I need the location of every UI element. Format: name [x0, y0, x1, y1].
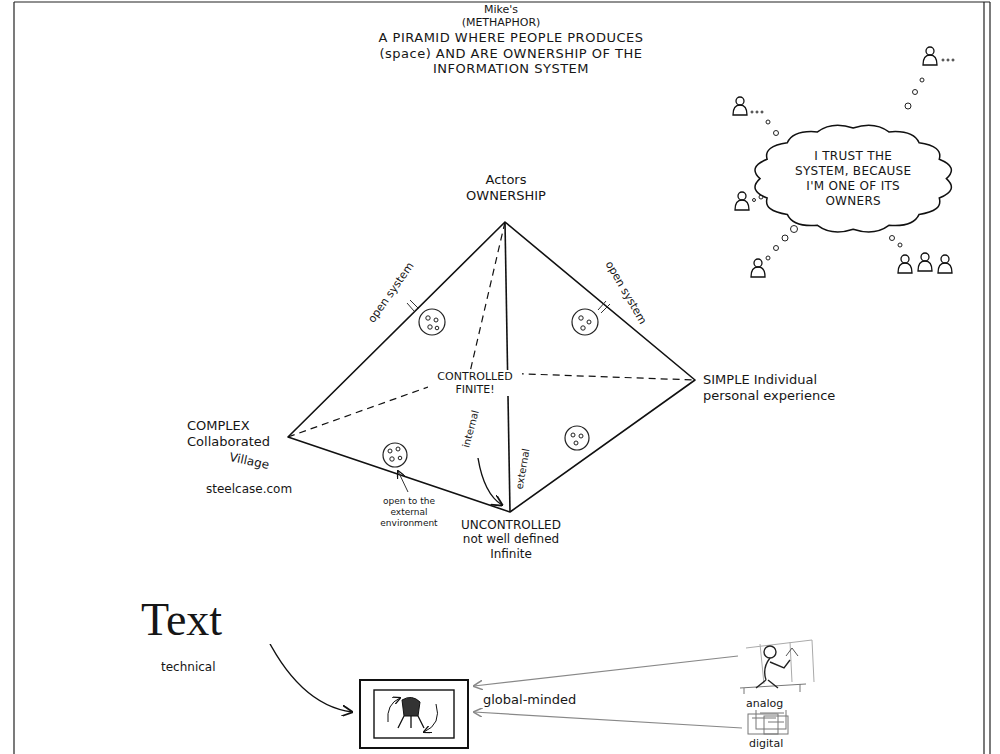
bubble-text: I TRUST THE SYSTEM, BECAUSE I'M ONE OF I…: [793, 149, 913, 209]
annotation: open to the external environment: [372, 496, 446, 528]
circle-dots: [388, 316, 591, 461]
analog-arrow: [474, 656, 738, 686]
author-note: Mike's: [450, 3, 552, 16]
source-label: digital: [748, 737, 820, 750]
caption-note: technical: [160, 660, 252, 674]
center-label: CONTROLLED FINITE!: [428, 370, 522, 396]
analog-sketch: [740, 640, 814, 694]
diagram-title: A PIRAMID WHERE PEOPLE PRODUCES (space) …: [360, 30, 662, 77]
leader-lines: [398, 300, 610, 492]
person-icons: [733, 47, 952, 277]
page-frame: [14, 2, 990, 754]
metaphor-note: (METHAPHOR): [450, 16, 552, 29]
axis-label: internal: [458, 402, 483, 455]
open-system-circles: [383, 309, 598, 467]
internal-external-arrow: [478, 458, 502, 505]
corner-label: COMPLEX Collaborated: [186, 418, 286, 449]
thought-trail: [751, 59, 954, 260]
thought-bubble: I TRUST THE SYSTEM, BECAUSE I'M ONE OF I…: [760, 128, 946, 229]
face-label: open system: [362, 255, 420, 330]
face-label: open system: [600, 254, 652, 332]
axis-label: external: [513, 442, 534, 495]
side-note: steelcase.com: [205, 482, 317, 496]
digital-arrow: [474, 712, 742, 728]
big-word: Text: [140, 596, 272, 644]
digital-sketch: [748, 709, 788, 734]
corner-label: SIMPLE Individual personal experience: [702, 372, 854, 403]
corner-label: UNCONTROLLED not well defined Infinite: [450, 518, 572, 561]
picture-frame: [360, 680, 468, 748]
source-label: analog: [745, 697, 817, 710]
apex-label: Actors OWNERSHIP: [455, 172, 557, 203]
text-arrow: [262, 628, 352, 712]
pyramid: [288, 222, 695, 512]
flow-label: global-minded: [482, 692, 604, 708]
side-note: Village: [227, 450, 281, 475]
